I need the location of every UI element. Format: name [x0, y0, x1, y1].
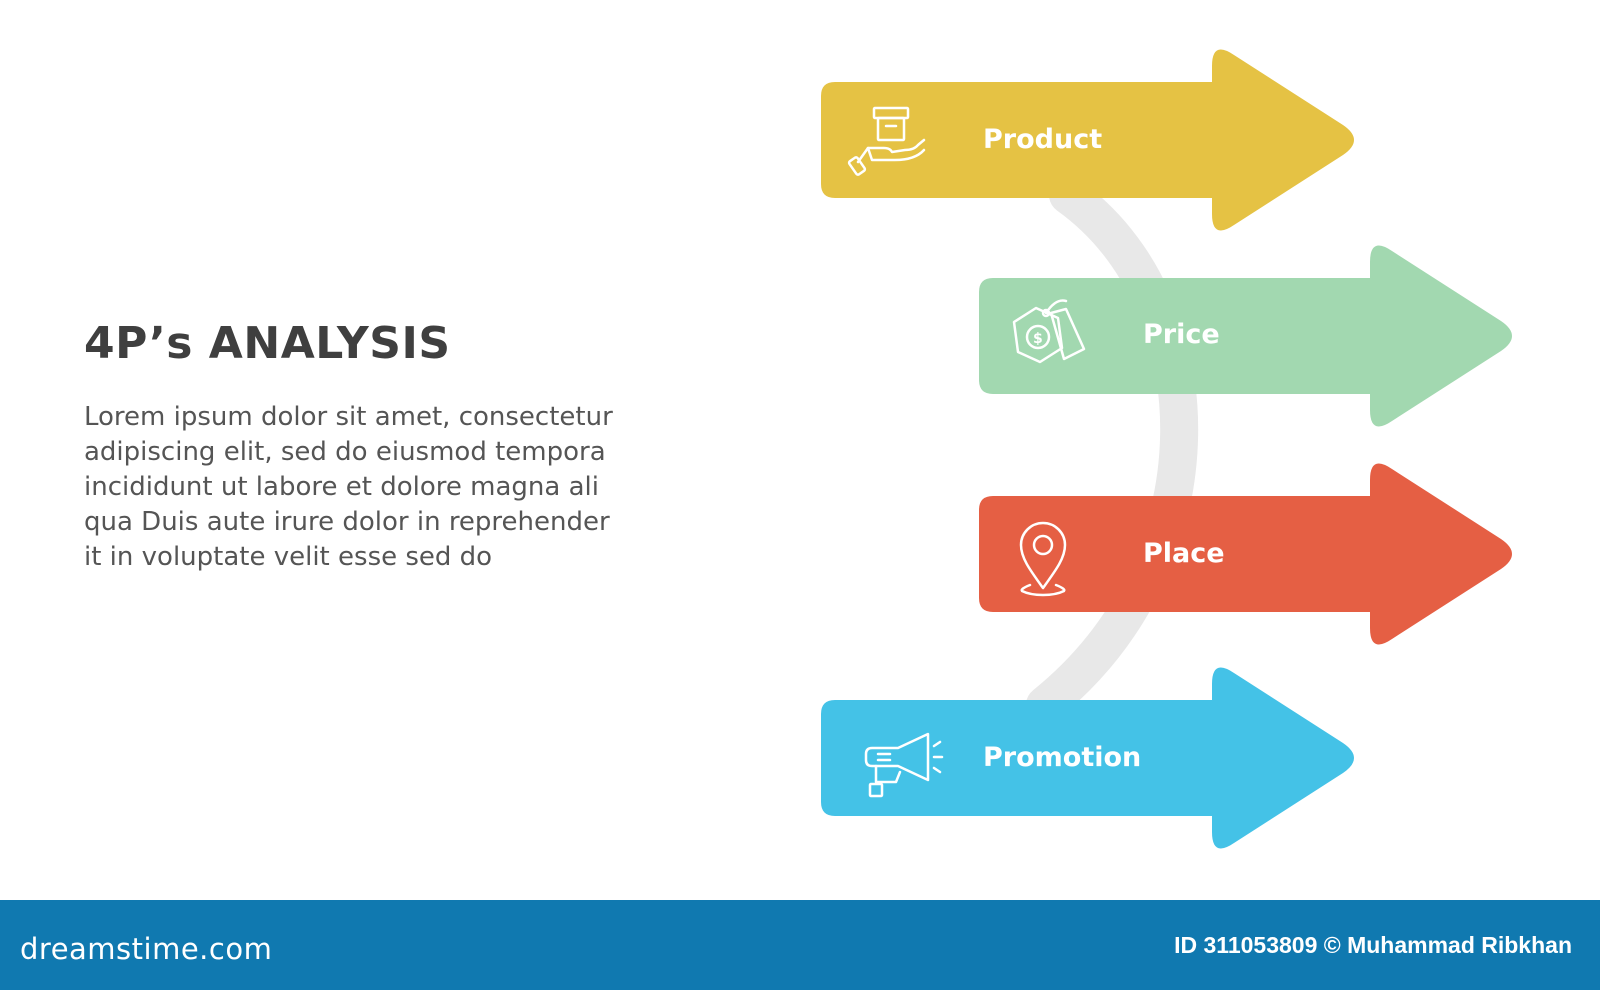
footer-credit: ID 311053809 © Muhammad Ribkhan: [1174, 932, 1572, 958]
arrow-place: Place: [979, 463, 1512, 645]
arrow-price: $ Price: [979, 245, 1512, 427]
megaphone-icon: [864, 732, 944, 798]
arrow-shape: [979, 463, 1512, 645]
description-line: it in voluptate velit esse sed do: [84, 542, 493, 572]
footer-logo[interactable]: dreamstime.com: [20, 932, 273, 966]
arrow-shape: [821, 667, 1354, 849]
description-line: qua Duis aute irure dolor in reprehender: [84, 507, 610, 537]
arrow-product: Product: [821, 49, 1354, 231]
description-line: adipiscing elit, sed do eiusmod tempora: [84, 437, 606, 467]
curved-connector: [1026, 176, 1199, 724]
price-tag-icon: $: [1012, 299, 1086, 364]
page-title: 4P’s ANALYSIS: [84, 318, 451, 369]
arrow-label: Promotion: [983, 742, 1141, 773]
arrow-diagram: Product $ Price Place: [821, 49, 1512, 849]
arrow-label: Price: [1143, 319, 1220, 350]
hand-box-icon: [847, 106, 926, 176]
footer-bar: dreamstime.com ID 311053809 © Muhammad R…: [0, 900, 1600, 990]
location-pin-icon: [1019, 521, 1067, 597]
arrow-shape: [821, 49, 1354, 231]
arrow-promotion: Promotion: [821, 667, 1354, 849]
description-line: Lorem ipsum dolor sit amet, consectetur: [84, 402, 613, 432]
svg-text:$: $: [1033, 331, 1043, 347]
description-line: incididunt ut labore et dolore magna ali: [84, 472, 599, 502]
description-text: Lorem ipsum dolor sit amet, consectetur …: [84, 400, 684, 575]
arrow-shape: [979, 245, 1512, 427]
arrow-label: Product: [983, 124, 1102, 155]
arrow-label: Place: [1143, 538, 1225, 569]
